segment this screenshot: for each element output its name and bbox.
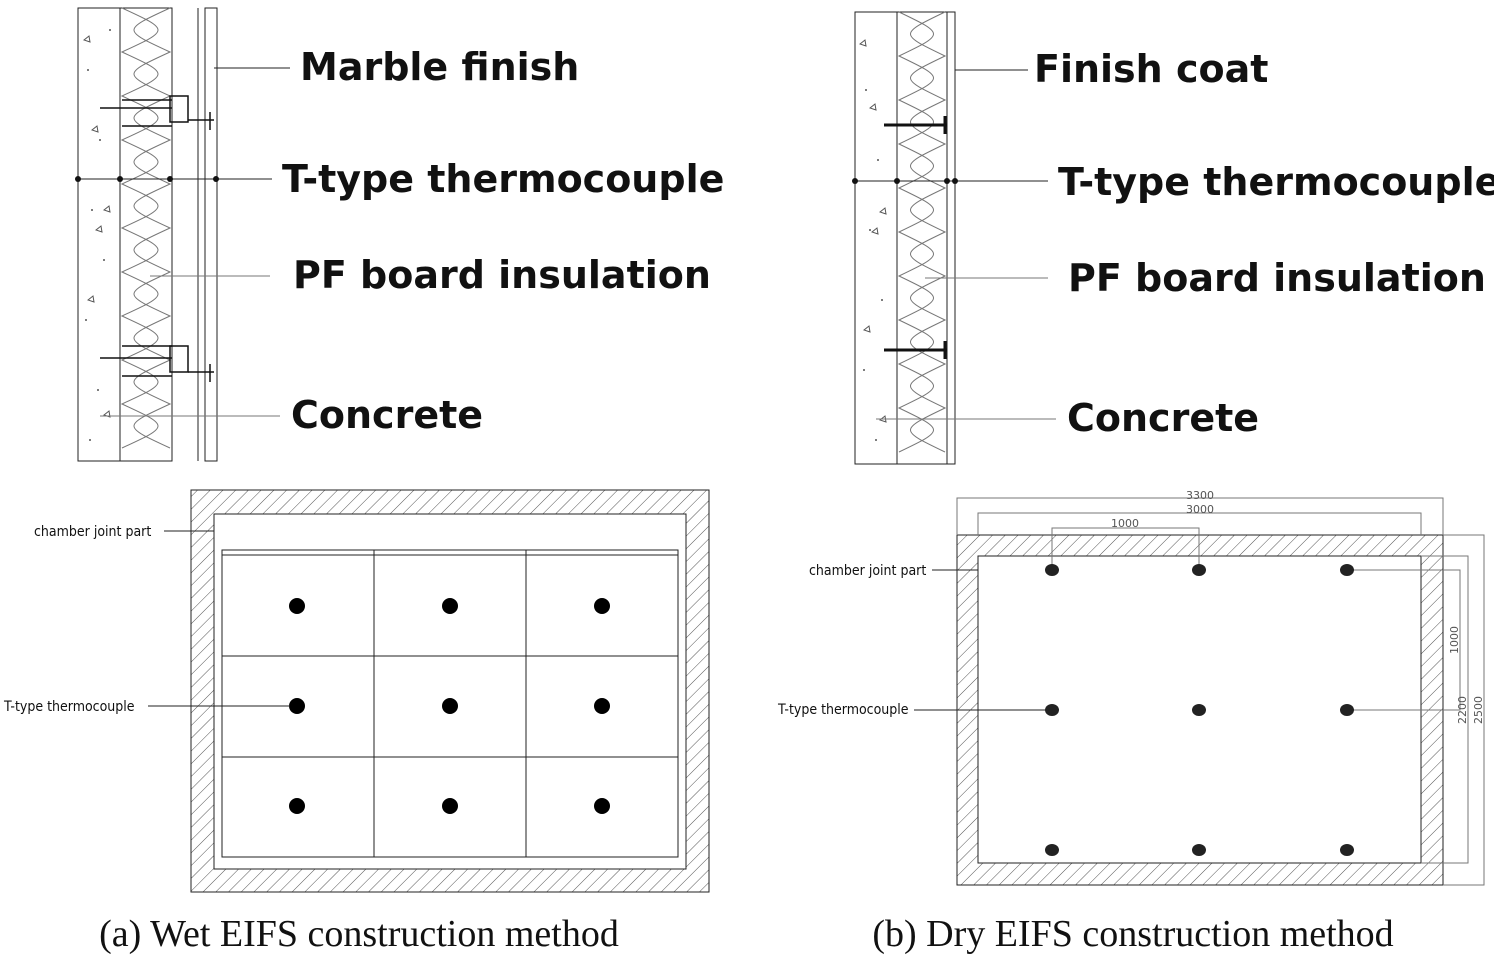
dim-spacing-v <box>1350 569 1461 711</box>
caption-b: (b) Dry EIFS construction method <box>872 913 1393 955</box>
panel-b-plan: 3300 3000 1000 1000 2200 2500 chamber jo… <box>777 489 1485 886</box>
thermocouple-point <box>117 176 123 182</box>
concrete-speckle <box>863 89 883 441</box>
chamber-wall-hatch <box>190 489 710 893</box>
thermocouple-dot <box>442 598 458 614</box>
insulation-wave-a <box>120 7 159 449</box>
dim-spacing-v-label: 1000 <box>1448 626 1461 654</box>
thermocouple-dot <box>442 698 458 714</box>
thermocouple-dot <box>289 598 305 614</box>
anchor-bracket-lower <box>100 345 214 382</box>
dim-outer-height <box>1443 534 1485 886</box>
insulation-label: PF board insulation <box>293 253 711 297</box>
thermocouple-dot <box>1192 704 1206 716</box>
chamber-joint-label: chamber joint part <box>34 524 151 540</box>
thermocouple-dot <box>1340 844 1354 856</box>
concrete-aggregate <box>82 35 111 418</box>
thermocouple-point <box>894 178 900 184</box>
thermocouple-dot <box>1045 564 1059 576</box>
concrete-layer <box>77 7 121 462</box>
thermocouple-dot <box>1340 704 1354 716</box>
thermocouple-dot <box>289 798 305 814</box>
thermocouple-point <box>944 178 950 184</box>
thermocouple-dot <box>289 698 305 714</box>
thermocouple-point <box>167 176 173 182</box>
thermocouple-plan-label: T-type thermocouple <box>777 702 909 718</box>
thermocouple-dot <box>594 698 610 714</box>
panel-a-section: Marble finish T-type thermocouple PF boa… <box>75 7 724 462</box>
thermocouple-dot <box>1045 704 1059 716</box>
thermocouple-dot <box>594 798 610 814</box>
dim-outer-width <box>956 497 1444 535</box>
dim-spacing-h <box>1051 527 1200 568</box>
thermocouple-dot <box>1192 564 1206 576</box>
thermocouple-grid <box>1045 564 1354 856</box>
thermocouple-dot <box>442 798 458 814</box>
thermocouple-dot <box>1340 564 1354 576</box>
thermocouple-label: T-type thermocouple <box>282 157 724 201</box>
thermocouple-plan-label: T-type thermocouple <box>3 699 135 715</box>
insulation-layer <box>119 7 173 462</box>
marble-layer <box>204 7 218 462</box>
finish-coat-label: Finish coat <box>1034 47 1268 91</box>
dim-inner-width <box>977 512 1422 535</box>
insulation-label: PF board insulation <box>1068 256 1486 300</box>
chamber-joint-label: chamber joint part <box>809 563 926 579</box>
thermocouple-dot <box>1192 844 1206 856</box>
panel-b-section: Finish coat T-type thermocouple PF board… <box>852 11 1494 465</box>
thermocouple-dot <box>594 598 610 614</box>
thermocouple-point <box>952 178 958 184</box>
insulation-wave-b <box>133 7 172 449</box>
thermocouple-point <box>213 176 219 182</box>
concrete-label: Concrete <box>1067 396 1259 440</box>
thermocouple-point <box>75 176 81 182</box>
marble-finish-label: Marble finish <box>300 45 579 89</box>
insulation-layer <box>896 11 948 465</box>
anchor-bracket-upper <box>100 95 214 130</box>
concrete-label: Concrete <box>291 393 483 437</box>
concrete-layer <box>854 11 898 465</box>
dim-inner-height-label: 2200 <box>1456 696 1469 724</box>
dim-spacing-h-label: 1000 <box>1111 517 1139 530</box>
thermocouple-grid <box>289 598 610 814</box>
dim-outer-width-label: 3300 <box>1186 489 1214 502</box>
dim-inner-width-label: 3000 <box>1186 503 1214 516</box>
panel-a-plan: chamber joint part T-type thermocouple <box>3 489 710 893</box>
thermocouple-dot <box>1045 844 1059 856</box>
caption-a: (a) Wet EIFS construction method <box>99 913 619 955</box>
dim-inner-height <box>1421 555 1469 864</box>
dim-outer-height-label: 2500 <box>1472 696 1485 724</box>
insulation-wave-b <box>910 11 947 453</box>
insulation-wave-a <box>897 11 934 453</box>
thermocouple-point <box>852 178 858 184</box>
finish-coat-layer <box>946 11 956 465</box>
concrete-speckle <box>85 29 111 441</box>
concrete-aggregate <box>858 39 887 423</box>
thermocouple-label: T-type thermocouple <box>1058 160 1494 204</box>
